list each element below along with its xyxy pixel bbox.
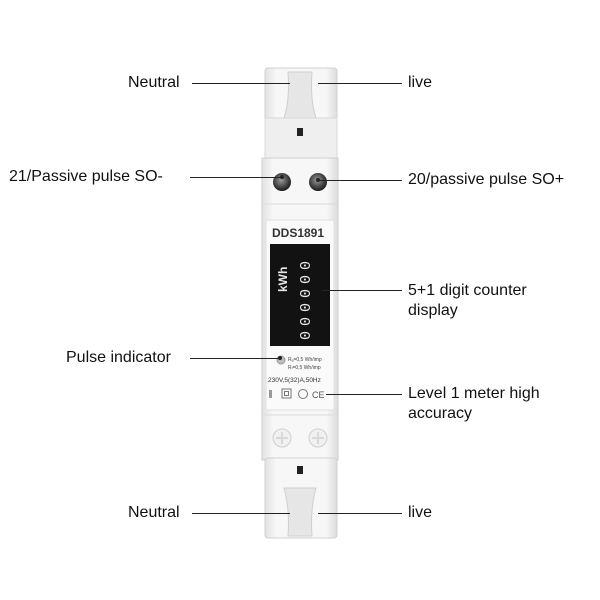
ce-mark: CE [312, 390, 325, 400]
counter-window [270, 244, 330, 346]
label-counter-1: 5+1 digit counter [408, 282, 527, 299]
leader-neutral-bottom [192, 513, 290, 514]
label-so-plus: 20/passive pulse SO+ [408, 171, 565, 188]
label-live-bottom: live [408, 504, 433, 521]
counter-digit: 0 [298, 275, 315, 284]
bottom-terminal-cover [264, 457, 338, 539]
double-insulation-icon [281, 388, 292, 399]
label-accuracy-2: accuracy [408, 405, 473, 422]
leader-so-plus [318, 180, 402, 181]
label-live-top: live [408, 74, 433, 91]
leader-counter [322, 290, 402, 291]
leader-pulse [190, 358, 280, 359]
label-accuracy-1: Level 1 meter high [408, 385, 540, 402]
leader-accuracy [326, 394, 402, 395]
kwh-unit: kWh [276, 267, 290, 292]
counter-digit: 0 [298, 331, 315, 340]
model-number: DDS1891 [272, 226, 324, 240]
counter-digits: 0 0 0 0 0 0 [298, 261, 315, 340]
counter-digit: 0 [298, 303, 315, 312]
label-neutral-top: Neutral [128, 74, 180, 91]
imp-rate-1: Rₐ=0,5 Wh/imp [288, 357, 322, 363]
screw-so-plus [309, 173, 327, 191]
accuracy-class-icon [298, 389, 308, 399]
top-terminal-cover [264, 67, 338, 161]
class-symbol [269, 390, 272, 398]
leader-so-minus [190, 177, 282, 178]
counter-digit: 0 [298, 261, 315, 270]
leader-live-top [318, 83, 402, 84]
label-neutral-bottom: Neutral [128, 504, 180, 521]
label-counter-2: display [408, 302, 458, 319]
imp-rate-2: Rₗ=0,5 Wh/imp [288, 365, 321, 371]
label-pulse-indicator: Pulse indicator [66, 349, 171, 366]
leader-neutral-top [192, 83, 290, 84]
label-so-minus: 21/Passive pulse SO- [9, 168, 163, 185]
rating-text: 230V,5(32)A,50Hz [268, 377, 321, 384]
counter-digit: 0 [298, 317, 315, 326]
leader-live-bottom [318, 513, 402, 514]
counter-digit: 0 [298, 289, 315, 298]
